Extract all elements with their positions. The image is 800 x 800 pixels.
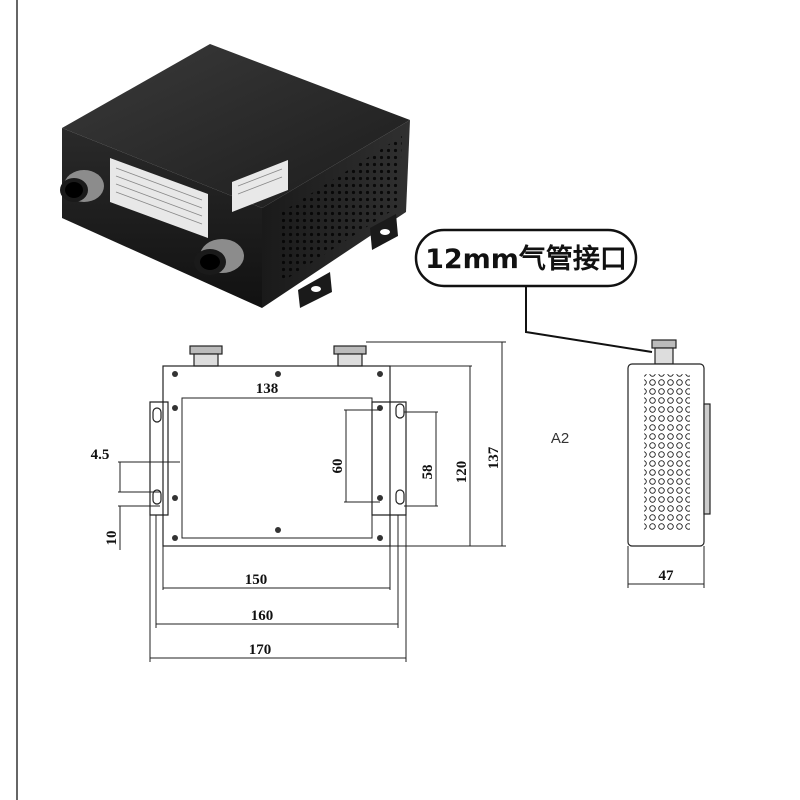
air-fitting-right [194, 239, 244, 275]
dim-138: 138 [256, 381, 279, 397]
dim-10: 10 [104, 531, 120, 546]
air-fitting-left [60, 170, 104, 202]
side-view-drawing [627, 339, 711, 547]
dim-58: 58 [420, 465, 436, 480]
dim-160: 160 [251, 608, 274, 624]
dim-137: 137 [486, 446, 502, 469]
product-photo [60, 44, 410, 308]
air-pipe-callout: 12mm气管接口 [414, 228, 653, 353]
dim-47: 47 [659, 568, 675, 584]
dim-4-5: 4.5 [91, 447, 110, 463]
dim-120: 120 [454, 461, 470, 484]
front-view-drawing [149, 345, 407, 547]
dimension-lines [118, 341, 705, 662]
view-label-a2: A2 [551, 430, 569, 447]
dim-60: 60 [330, 459, 346, 474]
dim-170: 170 [249, 642, 272, 658]
dim-150: 150 [245, 572, 268, 588]
callout-label: 12mm气管接口 [425, 244, 627, 275]
